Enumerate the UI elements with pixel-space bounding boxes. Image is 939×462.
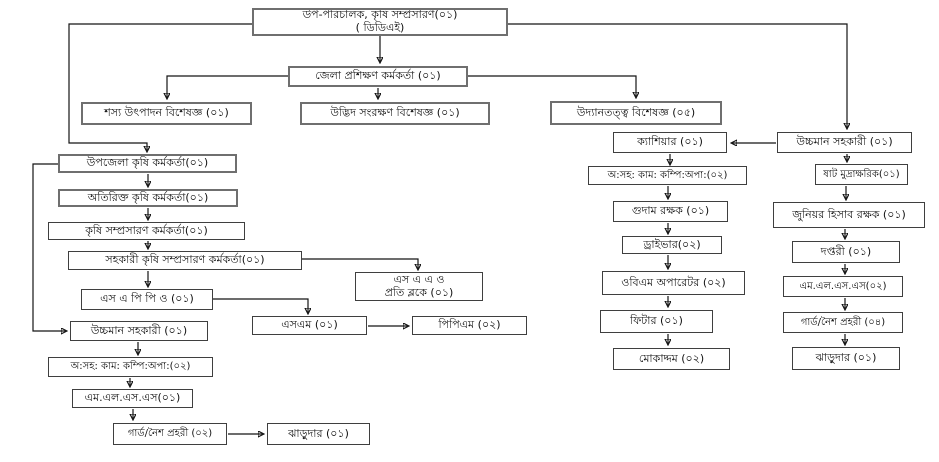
node-label: উপ-পরিচালক, কৃষি সম্প্রসারণ(০১): [302, 8, 458, 22]
node-office-asst-computer-operator-upazila: অ:সহ: কাম: কম্পি:অপা:(০২): [48, 357, 213, 377]
node-label: এস এ এ ও: [393, 272, 445, 286]
node-office-asst-computer-operator-hq: অ:সহ: কাম: কম্পি:অপা:(০২): [588, 166, 747, 185]
node-label: ড্রাইভার(০২): [643, 237, 701, 251]
node-label: ফিটার (০১): [630, 314, 683, 328]
node-plant-protection-specialist: উদ্ভিদ সংরক্ষণ বিশেষজ্ঞ (০১): [300, 102, 490, 125]
node-label: মোকাদ্দম (০২): [638, 351, 705, 365]
node-label: উচ্চমান সহকারী (০১): [796, 135, 893, 149]
node-label: উপজেলা কৃষি কর্মকর্তা(০১): [86, 156, 209, 170]
node-driver: ড্রাইভার(০২): [622, 236, 722, 254]
node-label: এস এ পি পি ও (০১): [100, 292, 194, 306]
node-label: ঝাড়ুদার (০১): [815, 351, 877, 365]
node-label: এম.এল.এস.এস(০২): [799, 280, 887, 292]
node-label: উচ্চমান সহকারী (০১): [90, 323, 188, 337]
node-label: গুদাম রক্ষক (০১): [631, 204, 710, 218]
node-junior-accounts-keeper: জুনিয়র হিসাব রক্ষক (০১): [773, 202, 925, 228]
node-district-training-officer: জেলা প্রশিক্ষণ কর্মকর্তা (০১): [288, 66, 468, 87]
node-label-line2: প্রতি ব্লকে (০১): [384, 285, 454, 299]
node-ppm: পিপিএম (০২): [412, 316, 527, 335]
node-label: ষাট মুদ্রাক্ষরিক(০১): [823, 168, 900, 180]
node-upper-division-assistant-upazila: উচ্চমান সহকারী (০১): [70, 321, 208, 341]
node-daftari: দপ্তরী (০১): [792, 241, 900, 263]
node-saao: এস এ এ ও প্রতি ব্লকে (০১): [355, 272, 483, 301]
node-label: গার্ড/নৈশ প্রহরী (০৪): [800, 316, 886, 328]
node-mlss-upazila: এম.এল.এস.এস(০১): [72, 389, 193, 408]
node-label: অ:সহ: কাম: কম্পি:অপা:(০২): [607, 169, 728, 181]
node-obm-operator: ওবিএম অপারেটর (০২): [602, 271, 745, 295]
node-crop-production-specialist: শস্য উৎপাদন বিশেষজ্ঞ (০১): [81, 102, 252, 125]
node-label: উদ্ভিদ সংরক্ষণ বিশেষজ্ঞ (০১): [330, 106, 460, 120]
node-assistant-agriculture-extension-officer: সহকারী কৃষি সম্প্রসারণ কর্মকর্তা(০১): [68, 251, 302, 270]
node-cashier: ক্যাশিয়ার (০১): [613, 132, 727, 153]
node-guard-night-watchman-hq: গার্ড/নৈশ প্রহরী (০৪): [783, 312, 903, 333]
node-label: শস্য উৎপাদন বিশেষজ্ঞ (০১): [104, 106, 229, 120]
node-label: এম.এল.এস.এস(০১): [84, 391, 181, 405]
node-label: ওবিএম অপারেটর (০২): [621, 275, 726, 289]
node-label: সহকারী কৃষি সম্প্রসারণ কর্মকর্তা(০১): [105, 253, 265, 267]
node-additional-agriculture-officer: অতিরিক্ত কৃষি কর্মকর্তা(০১): [58, 189, 238, 207]
node-upper-division-assistant-hq: উচ্চমান সহকারী (০১): [777, 132, 912, 153]
node-label: উদ্যানতত্ত্ব বিশেষজ্ঞ (০৫): [576, 105, 696, 119]
node-guard-night-watchman-upazila: গার্ড/নৈশ প্রহরী (০২): [113, 423, 227, 445]
node-steno-typist: ষাট মুদ্রাক্ষরিক(০১): [815, 164, 908, 185]
node-agriculture-extension-officer: কৃষি সম্প্রসারণ কর্মকর্তা(০১): [48, 222, 245, 240]
node-label: ক্যাশিয়ার (০১): [637, 135, 703, 149]
node-label: ঝাড়ুদার (০১): [288, 426, 349, 440]
node-label: জুনিয়র হিসাব রক্ষক (০১): [792, 207, 906, 221]
node-sm: এসএম (০১): [252, 316, 367, 335]
node-sweeper-hq: ঝাড়ুদার (০১): [792, 347, 900, 370]
node-label: অ:সহ: কাম: কম্পি:অপা:(০২): [70, 361, 191, 373]
node-label: দপ্তরী (০১): [820, 244, 872, 258]
node-label: কৃষি সম্প্রসারণ কর্মকর্তা(০১): [85, 223, 208, 237]
node-fitter: ফিটার (০১): [600, 310, 713, 333]
node-label: জেলা প্রশিক্ষণ কর্মকর্তা (০১): [315, 69, 441, 83]
node-store-keeper: গুদাম রক্ষক (০১): [613, 201, 728, 222]
node-mlss-hq: এম.এল.এস.এস(০২): [783, 276, 903, 297]
node-horticulture-specialist: উদ্যানতত্ত্ব বিশেষজ্ঞ (০৫): [550, 101, 722, 125]
node-label: গার্ড/নৈশ প্রহরী (০২): [127, 428, 213, 440]
node-label: এসএম (০১): [281, 318, 338, 332]
node-label-line2: ( ডিডিএই): [355, 21, 405, 34]
node-deputy-director: উপ-পরিচালক, কৃষি সম্প্রসারণ(০১) ( ডিডিএই…: [252, 8, 508, 36]
node-upazila-agriculture-officer: উপজেলা কৃষি কর্মকর্তা(০১): [58, 154, 237, 173]
node-label: অতিরিক্ত কৃষি কর্মকর্তা(০১): [87, 190, 209, 204]
node-sweeper-upazila: ঝাড়ুদার (০১): [267, 423, 370, 445]
node-label: পিপিএম (০২): [438, 318, 501, 332]
node-mokaddom: মোকাদ্দম (০২): [613, 348, 730, 370]
node-sappo: এস এ পি পি ও (০১): [81, 289, 213, 310]
